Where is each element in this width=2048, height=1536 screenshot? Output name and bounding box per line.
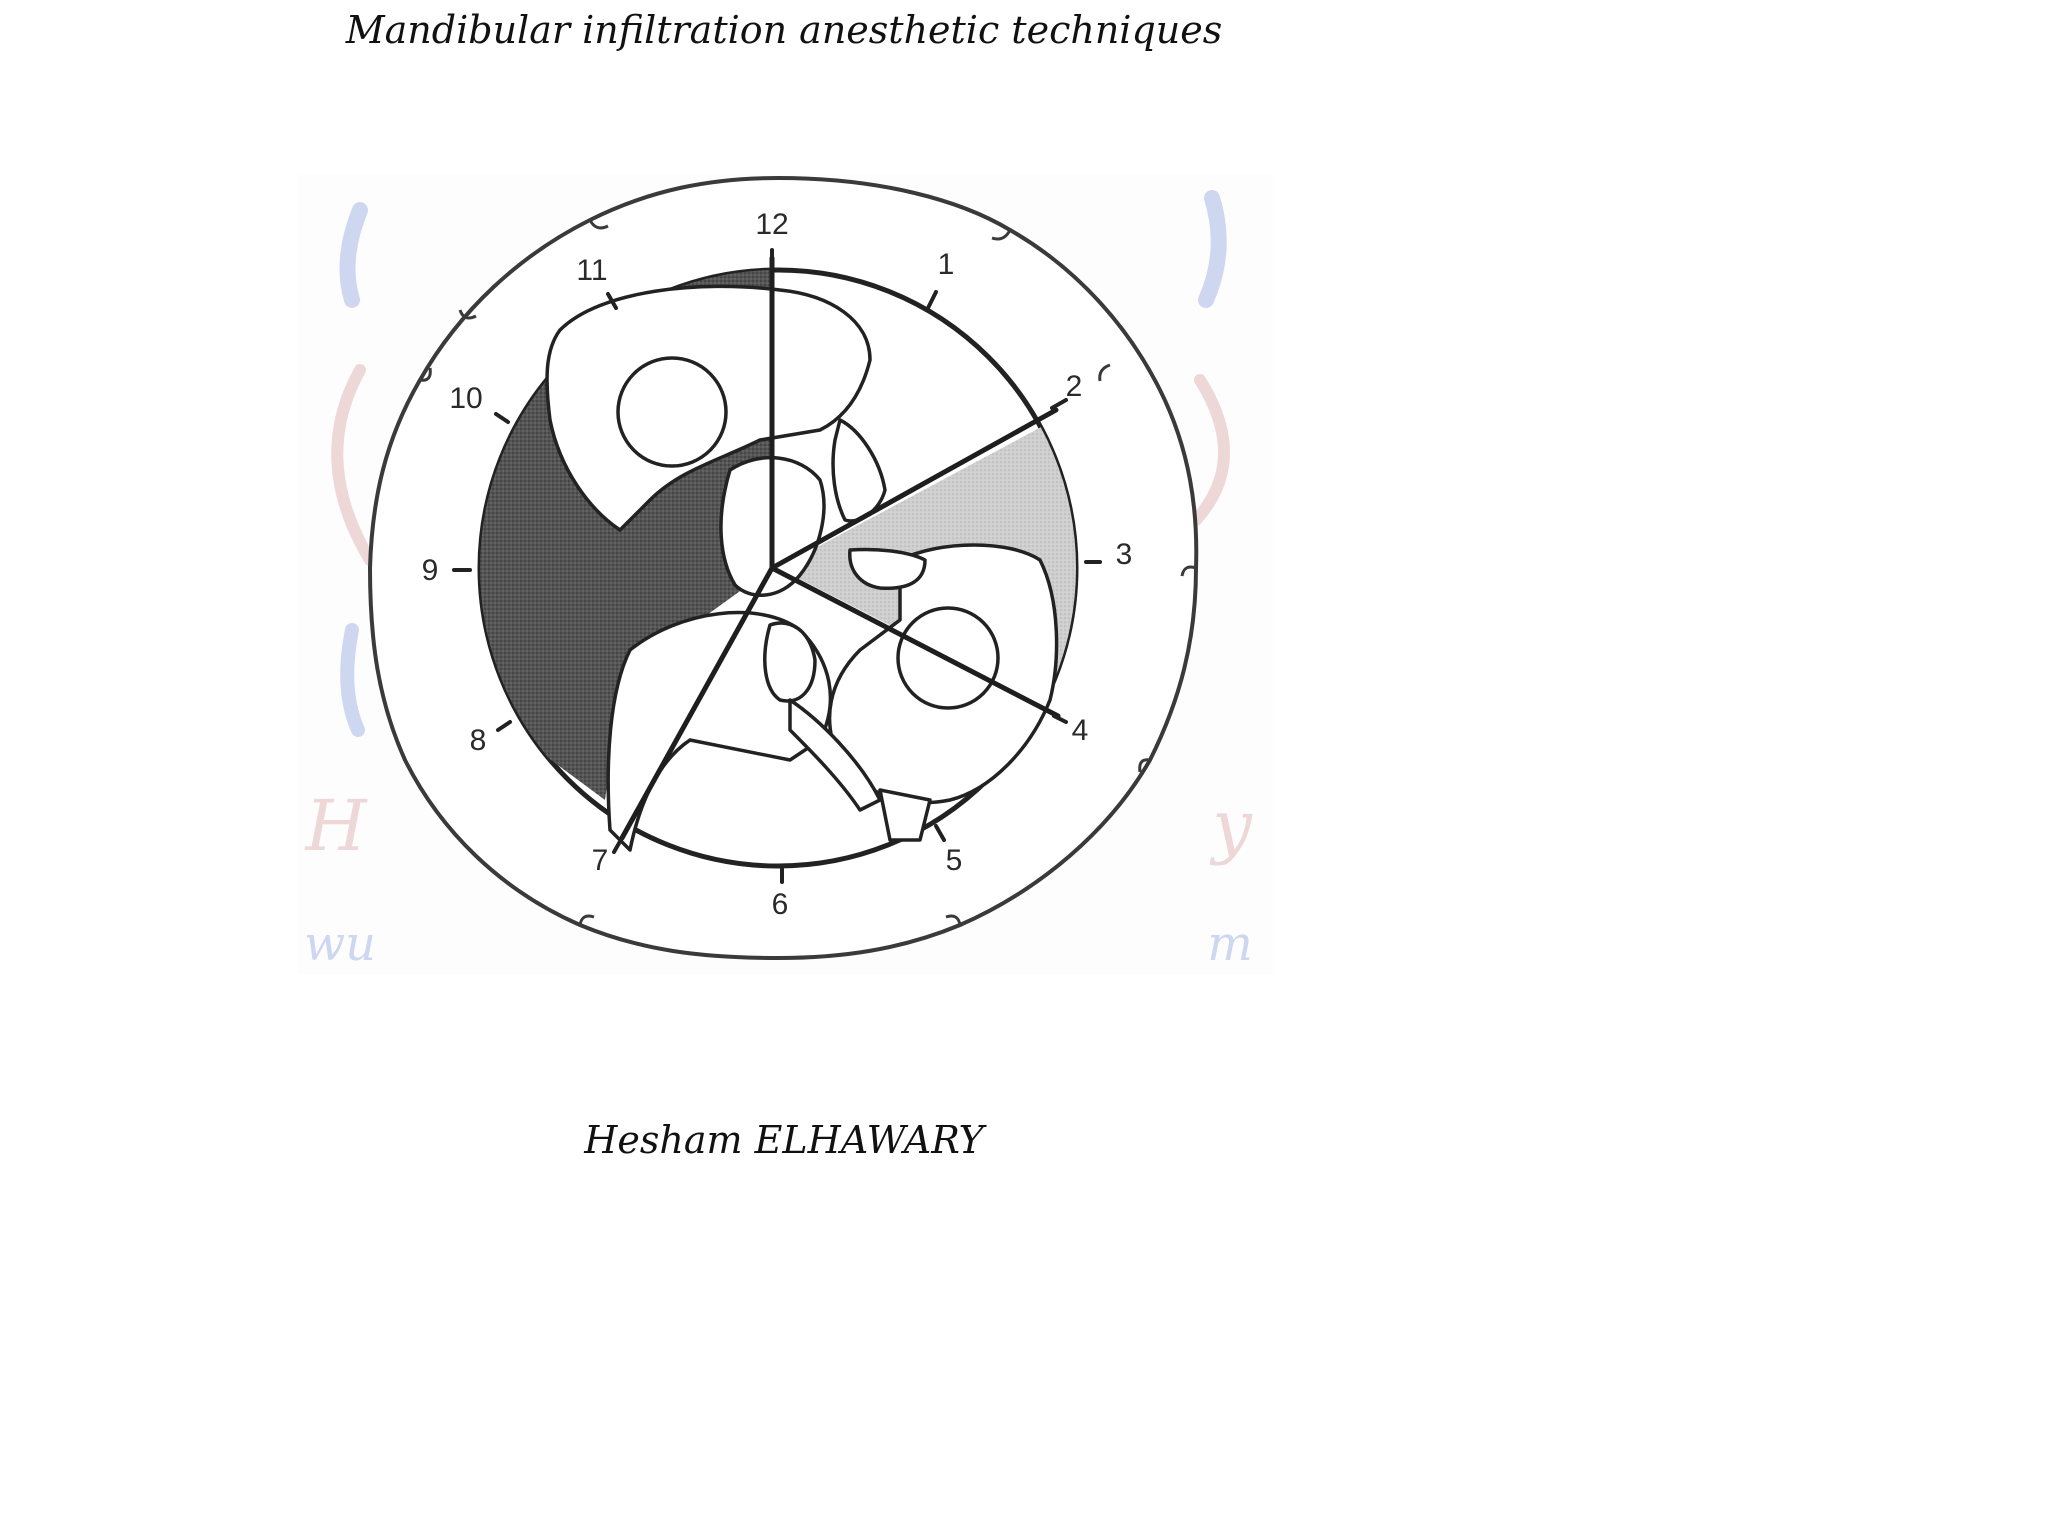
svg-text:wu: wu <box>304 916 376 972</box>
clock-number-3: 3 <box>1116 538 1133 571</box>
rim-notches <box>419 219 1197 926</box>
clock-ticks <box>452 248 1102 884</box>
clock-number-6: 6 <box>772 888 789 921</box>
clock-number-11: 11 <box>576 254 607 287</box>
clock-diagram: H y wu m <box>303 175 1253 972</box>
clock-number-4: 4 <box>1072 714 1089 747</box>
divider-lines <box>619 255 1061 841</box>
watermark: H y wu m <box>303 190 1253 972</box>
svg-text:m: m <box>1207 916 1253 972</box>
clock-number-8: 8 <box>470 724 487 757</box>
svg-text:y: y <box>1209 785 1253 867</box>
clock-number-1: 1 <box>938 248 955 281</box>
clock-number-12: 12 <box>755 208 788 241</box>
author-name: Hesham ELHAWARY <box>584 1118 984 1162</box>
clock-number-7: 7 <box>592 844 609 877</box>
figures-illustration <box>545 284 1059 852</box>
clock-number-10: 10 <box>449 382 482 415</box>
clock-numbers: 12 1 2 3 4 5 6 7 8 9 10 11 <box>422 208 1133 921</box>
page-title: Mandibular infiltration anesthetic techn… <box>345 8 1223 52</box>
svg-text:H: H <box>303 785 368 867</box>
clock-number-5: 5 <box>946 844 963 877</box>
clock-number-2: 2 <box>1066 370 1083 403</box>
clock-number-9: 9 <box>422 554 439 587</box>
